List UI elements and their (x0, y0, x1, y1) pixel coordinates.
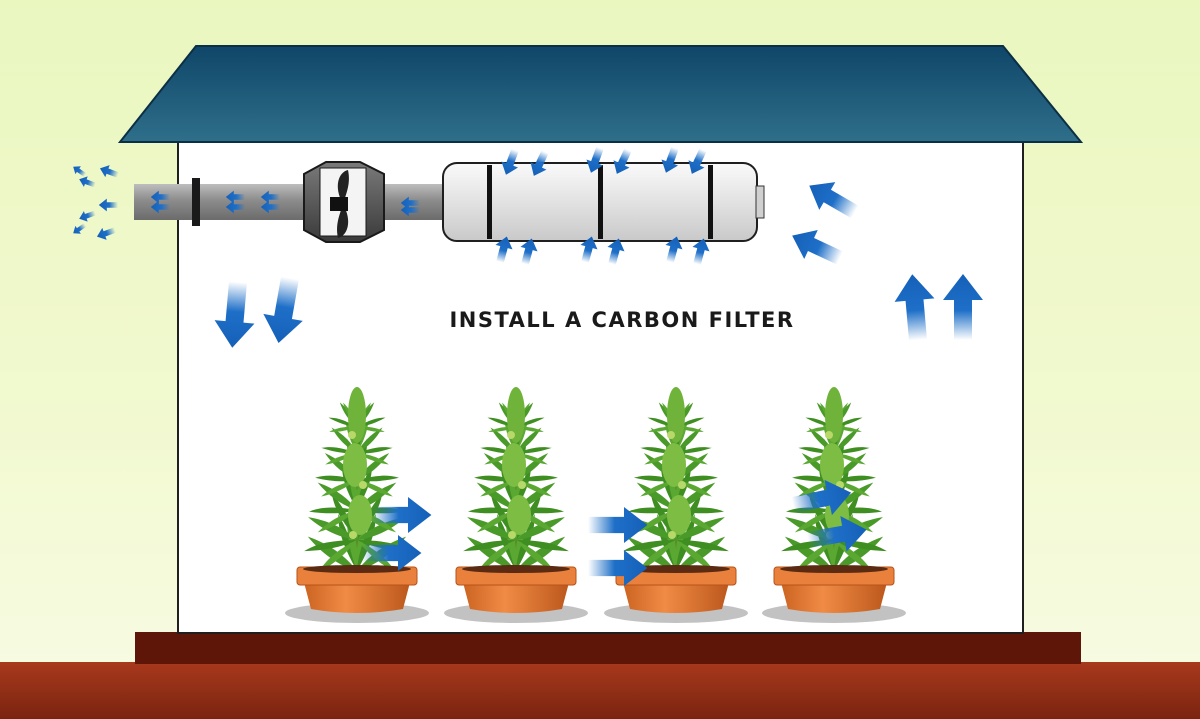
inline-fan-icon (303, 161, 385, 243)
exhaust-duct (134, 178, 448, 226)
floor-platform (135, 632, 1081, 664)
diagram-caption: INSTALL A CARBON FILTER (449, 308, 795, 332)
ground (0, 662, 1200, 719)
roof (117, 45, 1084, 143)
exhaust-airflow-arrows (70, 162, 121, 243)
carbon-filter (442, 162, 765, 242)
